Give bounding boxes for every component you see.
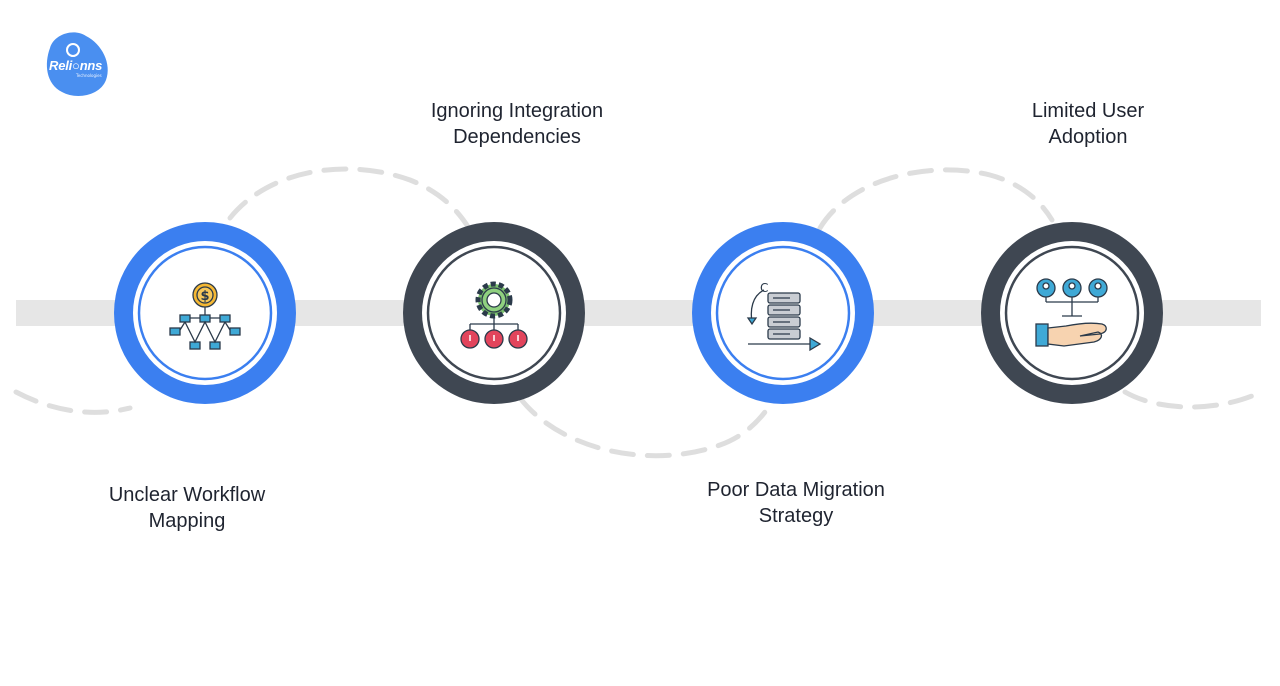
database-migration-icon: C: [746, 281, 822, 352]
step-3-node: C: [692, 222, 874, 404]
step-1-node: $: [114, 222, 296, 404]
svg-text:C: C: [760, 281, 768, 295]
brand-logo: [46, 32, 108, 96]
step-4-node: [981, 222, 1163, 404]
workflow-network-icon: $: [169, 282, 241, 350]
dashed-connectors: [13, 166, 1264, 459]
step-3-label-line-2: Strategy: [758, 505, 834, 527]
step-2-node: [403, 222, 585, 404]
step-1-label-line-2: Mapping: [148, 510, 226, 532]
svg-text:$: $: [200, 289, 209, 304]
step-2-label-line-2: Dependencies: [453, 126, 581, 148]
step-2-label: Ignoring Integration Dependencies: [400, 98, 634, 150]
step-1-label: Unclear Workflow Mapping: [82, 482, 292, 534]
hand-users-icon: [1035, 278, 1108, 347]
step-2-label-line-1: Ignoring Integration: [430, 100, 604, 122]
step-4-label-line-1: Limited User: [1031, 100, 1145, 122]
brand-logo-subtext: Technologies: [76, 73, 102, 78]
step-3-label: Poor Data Migration Strategy: [680, 477, 912, 529]
brand-logo-text: Reli○nns: [49, 58, 103, 73]
gear-hierarchy-icon: [460, 281, 528, 349]
step-4-label: Limited User Adoption: [988, 98, 1188, 150]
step-3-label-line-1: Poor Data Migration: [707, 479, 885, 501]
step-1-label-line-1: Unclear Workflow: [108, 484, 266, 506]
step-4-label-line-2: Adoption: [1048, 126, 1128, 148]
